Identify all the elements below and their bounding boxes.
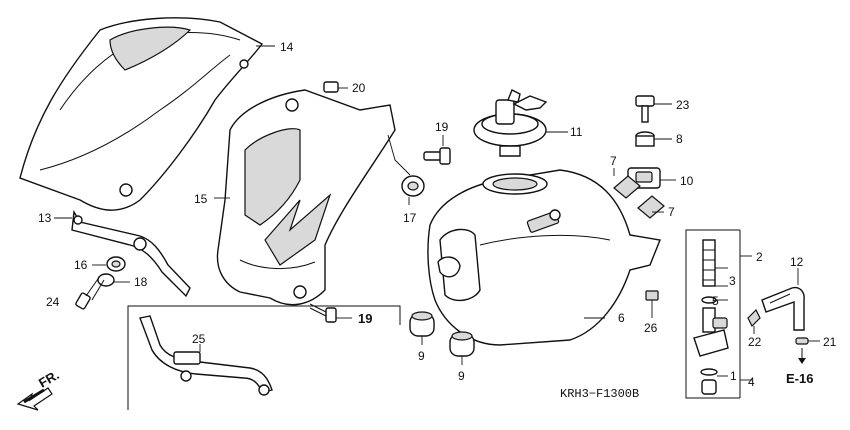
stay-part-25 (127, 305, 401, 410)
label-part-10: 10 (680, 174, 694, 188)
front-direction-label: FR. (36, 367, 62, 390)
label-part-9-right: 9 (458, 369, 465, 383)
bolt-part-23 (635, 95, 672, 123)
label-part-13: 13 (38, 211, 52, 225)
diagram-code: KRH3−F1300B (560, 387, 639, 401)
cushion-part-7-upper (613, 168, 641, 199)
label-part-20: 20 (352, 81, 366, 95)
bolt-part-19-upper (423, 135, 451, 165)
bolt-part-20 (323, 81, 348, 93)
label-part-12: 12 (790, 255, 804, 269)
label-part-23: 23 (676, 98, 690, 112)
label-part-14: 14 (280, 40, 294, 54)
label-part-21: 21 (823, 335, 837, 349)
bracket-part-13 (71, 209, 191, 298)
label-part-26: 26 (644, 321, 658, 335)
label-part-11: 11 (570, 125, 583, 139)
label-part-19-lower: 19 (358, 311, 372, 326)
label-part-7-upper: 7 (610, 154, 617, 168)
clip-part-26 (645, 290, 659, 318)
label-part-16: 16 (74, 258, 88, 272)
side-cover-part-15 (216, 89, 396, 306)
bolt-part-24 (75, 275, 105, 310)
grommet-part-9-left (409, 311, 435, 345)
label-part-15: 15 (194, 192, 208, 206)
label-part-19-upper: 19 (435, 120, 449, 134)
label-part-25: 25 (192, 332, 206, 346)
label-part-7-lower: 7 (668, 205, 675, 219)
clip-part-21 (795, 337, 820, 345)
label-part-22: 22 (748, 335, 762, 349)
bolt-part-19-lower (309, 303, 352, 323)
label-part-2: 2 (756, 250, 763, 264)
shroud-part-14 (19, 17, 264, 211)
grommet-part-17 (401, 175, 425, 205)
fuel-tank-part-6 (427, 169, 661, 346)
label-part-3: 3 (729, 274, 736, 288)
label-part-4: 4 (748, 375, 755, 389)
fuel-cap-part-11 (473, 89, 568, 157)
cushion-part-7-lower (637, 195, 665, 219)
grommet-part-9-right (449, 331, 475, 365)
reference-arrow-icon (798, 348, 806, 364)
collar-part-18 (97, 273, 115, 287)
fuel-hose-part-12 (761, 268, 805, 331)
fuel-cock-assembly-part-2 (685, 229, 752, 399)
clip-part-22 (747, 308, 761, 334)
label-part-17: 17 (403, 211, 417, 225)
label-part-5: 5 (712, 294, 719, 308)
front-direction-arrow-icon (16, 387, 53, 411)
grommet-part-16 (106, 256, 126, 272)
reference-e16: E-16 (786, 371, 813, 386)
label-part-18: 18 (134, 275, 148, 289)
collar-part-8 (635, 131, 672, 147)
label-part-24: 24 (46, 295, 60, 309)
label-part-9-left: 9 (418, 349, 425, 363)
label-part-6: 6 (618, 311, 625, 325)
label-part-8: 8 (676, 132, 683, 146)
label-part-1: 1 (730, 369, 737, 383)
